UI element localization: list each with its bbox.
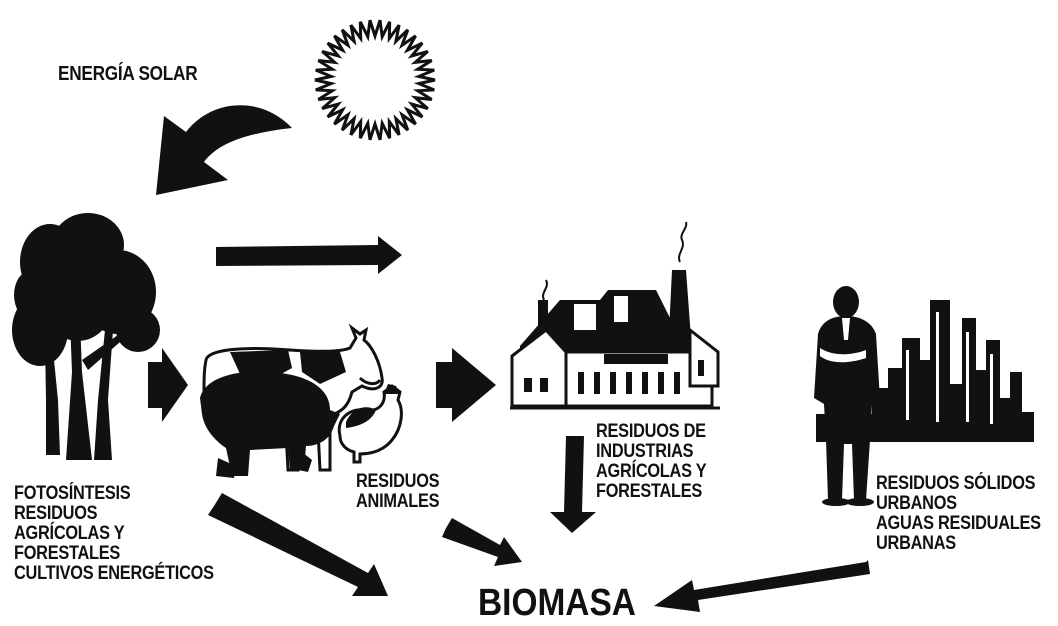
tree-icon bbox=[12, 213, 160, 460]
animals-line: ANIMALES bbox=[356, 492, 439, 512]
industry-line: FORESTALES bbox=[596, 482, 706, 502]
tree-to-cow-arrow bbox=[148, 348, 188, 422]
solar-energy-label: ENERGÍA SOLAR bbox=[58, 64, 197, 85]
urban-line: RESIDUOS SÓLIDOS bbox=[876, 474, 1041, 494]
man-icon bbox=[814, 286, 880, 506]
factory-icon bbox=[510, 222, 720, 408]
plants-line: CULTIVOS ENERGÉTICOS bbox=[14, 564, 214, 584]
plants-line: FORESTALES bbox=[14, 544, 214, 564]
sun-icon bbox=[315, 20, 435, 140]
urban-line: AGUAS RESIDUALES bbox=[876, 514, 1041, 534]
biomasa-title: BIOMASA bbox=[478, 584, 636, 624]
plants-line: RESIDUOS bbox=[14, 504, 214, 524]
urban-line: URBANAS bbox=[876, 534, 1041, 554]
animals-line: RESIDUOS bbox=[356, 472, 439, 492]
plants-label: FOTOSÍNTESIS RESIDUOS AGRÍCOLAS Y FOREST… bbox=[14, 484, 214, 584]
urban-line: URBANOS bbox=[876, 494, 1041, 514]
industry-label: RESIDUOS DE INDUSTRIAS AGRÍCOLAS Y FORES… bbox=[596, 422, 706, 502]
solar-curved-arrow bbox=[156, 105, 292, 195]
animals-label: RESIDUOS ANIMALES bbox=[356, 472, 439, 512]
animals-to-biomasa-arrow bbox=[442, 518, 522, 566]
industry-line: INDUSTRIAS bbox=[596, 442, 706, 462]
industry-line: AGRÍCOLAS Y bbox=[596, 462, 706, 482]
industry-line: RESIDUOS DE bbox=[596, 422, 706, 442]
plants-line: FOTOSÍNTESIS bbox=[14, 484, 214, 504]
urban-to-biomasa-arrow bbox=[654, 560, 870, 612]
factory-to-biomasa-arrow bbox=[550, 436, 596, 533]
urban-label: RESIDUOS SÓLIDOS URBANOS AGUAS RESIDUALE… bbox=[876, 474, 1041, 554]
plants-line: AGRÍCOLAS Y bbox=[14, 524, 214, 544]
cow-to-factory-arrow bbox=[436, 348, 496, 422]
top-right-arrow bbox=[216, 236, 402, 274]
